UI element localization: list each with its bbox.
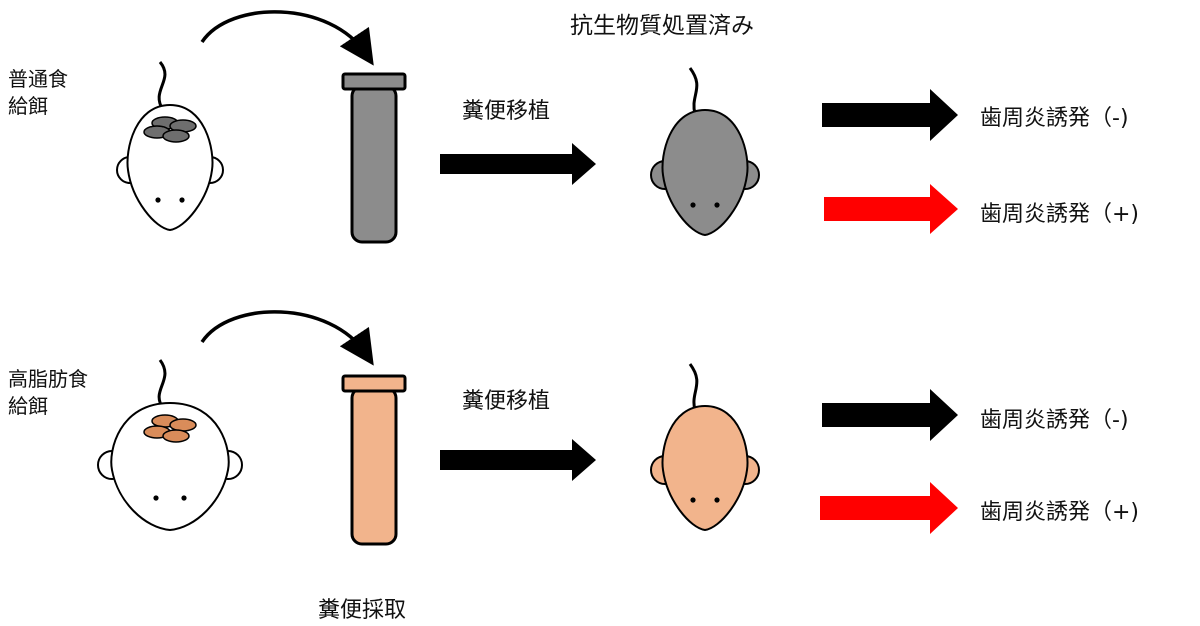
test-tube-icon <box>341 72 407 244</box>
donor-mouse-icon <box>116 61 224 232</box>
fecal-transplant-label: 糞便移植 <box>462 389 551 414</box>
periodontitis-negative-label: 歯周炎誘発（-) <box>980 408 1129 433</box>
outcome-positive-arrow-icon <box>820 482 958 534</box>
food-pellets-icon <box>143 414 197 443</box>
normal-diet-label-line2: 給餌 <box>8 94 48 118</box>
fecal-collection-label: 糞便採取 <box>318 598 407 623</box>
high-fat-diet-label-line2: 給餌 <box>8 394 48 418</box>
transplant-arrow-icon <box>440 439 596 481</box>
outcome-negative-arrow-icon <box>822 89 958 141</box>
transplant-arrow-icon <box>440 143 596 185</box>
periodontitis-negative-label: 歯周炎誘発（-) <box>980 106 1129 131</box>
fecal-transplant-label: 糞便移植 <box>462 99 551 124</box>
periodontitis-positive-label: 歯周炎誘発（+) <box>980 500 1140 525</box>
curved-arrow-icon <box>200 310 374 366</box>
curved-arrow-icon <box>200 10 374 66</box>
recipient-mouse-icon <box>650 67 760 237</box>
food-pellets-icon <box>143 116 197 143</box>
high-fat-diet-label-line1: 高脂肪食 <box>8 367 88 391</box>
antibiotic-treated-label: 抗生物質処置済み <box>570 13 754 39</box>
outcome-positive-arrow-icon <box>824 184 958 234</box>
normal-diet-label-line1: 普通食 <box>8 67 68 91</box>
donor-mouse-icon <box>97 359 243 532</box>
test-tube-icon <box>341 374 407 546</box>
outcome-negative-arrow-icon <box>822 389 958 441</box>
periodontitis-positive-label: 歯周炎誘発（+) <box>980 202 1140 227</box>
recipient-mouse-icon <box>650 363 760 532</box>
